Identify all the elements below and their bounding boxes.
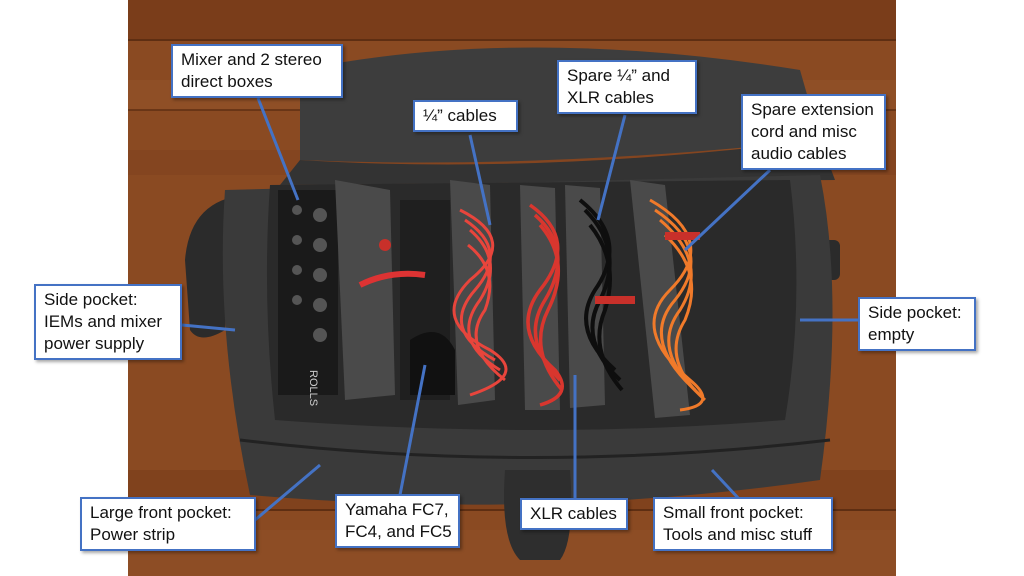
red-velcro-strap: [595, 296, 635, 304]
callout-spare-extension-line2: cord and misc: [751, 122, 857, 141]
callout-quarter-cables: ¼” cables: [413, 100, 518, 132]
orange-extension-cord: [649, 198, 706, 412]
callout-side-pocket-left-line3: power supply: [44, 334, 145, 353]
callout-quarter-cables-line1: ¼” cables: [423, 106, 497, 125]
callout-xlr-cables: XLR cables: [520, 498, 628, 530]
callout-spare-extension-line3: audio cables: [751, 144, 847, 163]
compartment-dividers: [335, 180, 690, 418]
callout-small-front-pocket-line2: Tools and misc stuff: [663, 525, 812, 544]
callout-yamaha-line1: Yamaha FC7,: [345, 500, 449, 519]
mixer-brand-label: ROLLS: [307, 370, 319, 406]
callout-yamaha-line2: FC4, and FC5: [345, 522, 452, 541]
callout-large-front-pocket: Large front pocket: Power strip: [80, 497, 256, 551]
callout-side-pocket-left-line1: Side pocket:: [44, 290, 138, 309]
red-xlr-cables: [526, 203, 564, 407]
callout-side-pocket-right: Side pocket: empty: [858, 297, 976, 351]
callout-yamaha: Yamaha FC7, FC4, and FC5: [335, 494, 460, 548]
callout-side-pocket-left-line2: IEMs and mixer: [44, 312, 163, 331]
callout-large-front-pocket-line2: Power strip: [90, 525, 176, 544]
callout-mixer: Mixer and 2 stereo direct boxes: [171, 44, 343, 98]
callout-large-front-pocket-line1: Large front pocket:: [90, 503, 232, 522]
callout-side-pocket-left: Side pocket: IEMs and mixer power supply: [34, 284, 182, 360]
callout-spare-extension: Spare extension cord and misc audio cabl…: [741, 94, 886, 170]
callout-spare-quarter-xlr-line2: XLR cables: [567, 88, 654, 107]
callout-spare-quarter-xlr-line1: Spare ¼” and: [567, 66, 671, 85]
callout-xlr-cables-line1: XLR cables: [530, 504, 617, 523]
callout-mixer-line1: Mixer and 2 stereo: [181, 50, 322, 69]
callout-spare-extension-line1: Spare extension: [751, 100, 874, 119]
callout-side-pocket-right-line2: empty: [868, 325, 915, 344]
mixer: ROLLS: [278, 190, 338, 406]
red-velcro-strap-orange: [665, 232, 700, 240]
callout-small-front-pocket-line1: Small front pocket:: [663, 503, 804, 522]
callout-mixer-line2: direct boxes: [181, 72, 273, 91]
callout-small-front-pocket: Small front pocket: Tools and misc stuff: [653, 497, 833, 551]
red-quarter-inch-cables: [452, 208, 508, 397]
callout-spare-quarter-xlr: Spare ¼” and XLR cables: [557, 60, 697, 114]
callout-side-pocket-right-line1: Side pocket:: [868, 303, 962, 322]
